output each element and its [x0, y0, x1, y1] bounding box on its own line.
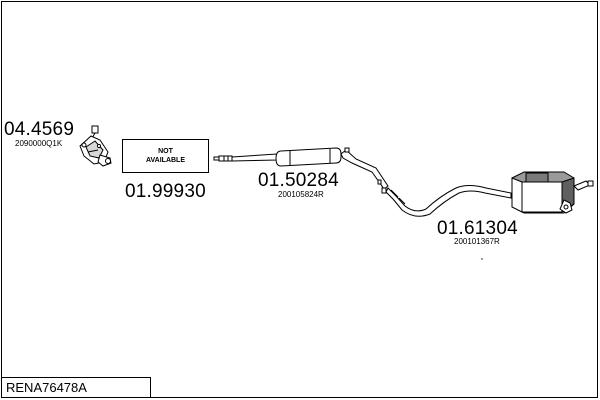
oe-reference-center-silencer: 200105824R — [278, 190, 324, 199]
not-available-line-1: NOT — [158, 148, 173, 155]
front-pipe-drawing[interactable] — [213, 155, 233, 162]
oe-reference-rear-silencer: 200101367R — [454, 237, 500, 246]
assembly-code-box: RENA76478A — [1, 377, 151, 398]
part-number-intermediate-part[interactable]: 01.99930 — [125, 181, 206, 202]
connecting-pipe-drawing[interactable] — [385, 185, 512, 217]
not-available-line-2: AVAILABLE — [145, 157, 186, 164]
assembly-code: RENA76478A — [6, 380, 87, 395]
center-silencer-drawing[interactable] — [231, 147, 389, 194]
not-available-box: NOT AVAILABLE — [122, 139, 209, 173]
reference-marks — [481, 258, 483, 260]
part-number-center-silencer[interactable]: 01.50284 — [258, 170, 339, 191]
part-number-rear-silencer[interactable]: 01.61304 — [437, 218, 518, 239]
catalytic-converter-drawing[interactable] — [79, 125, 112, 167]
oe-reference-front-catalyst: 2090000Q1K — [15, 139, 63, 148]
part-number-front-catalyst[interactable]: 04.4569 — [4, 119, 75, 140]
rear-silencer-drawing[interactable] — [511, 171, 594, 214]
